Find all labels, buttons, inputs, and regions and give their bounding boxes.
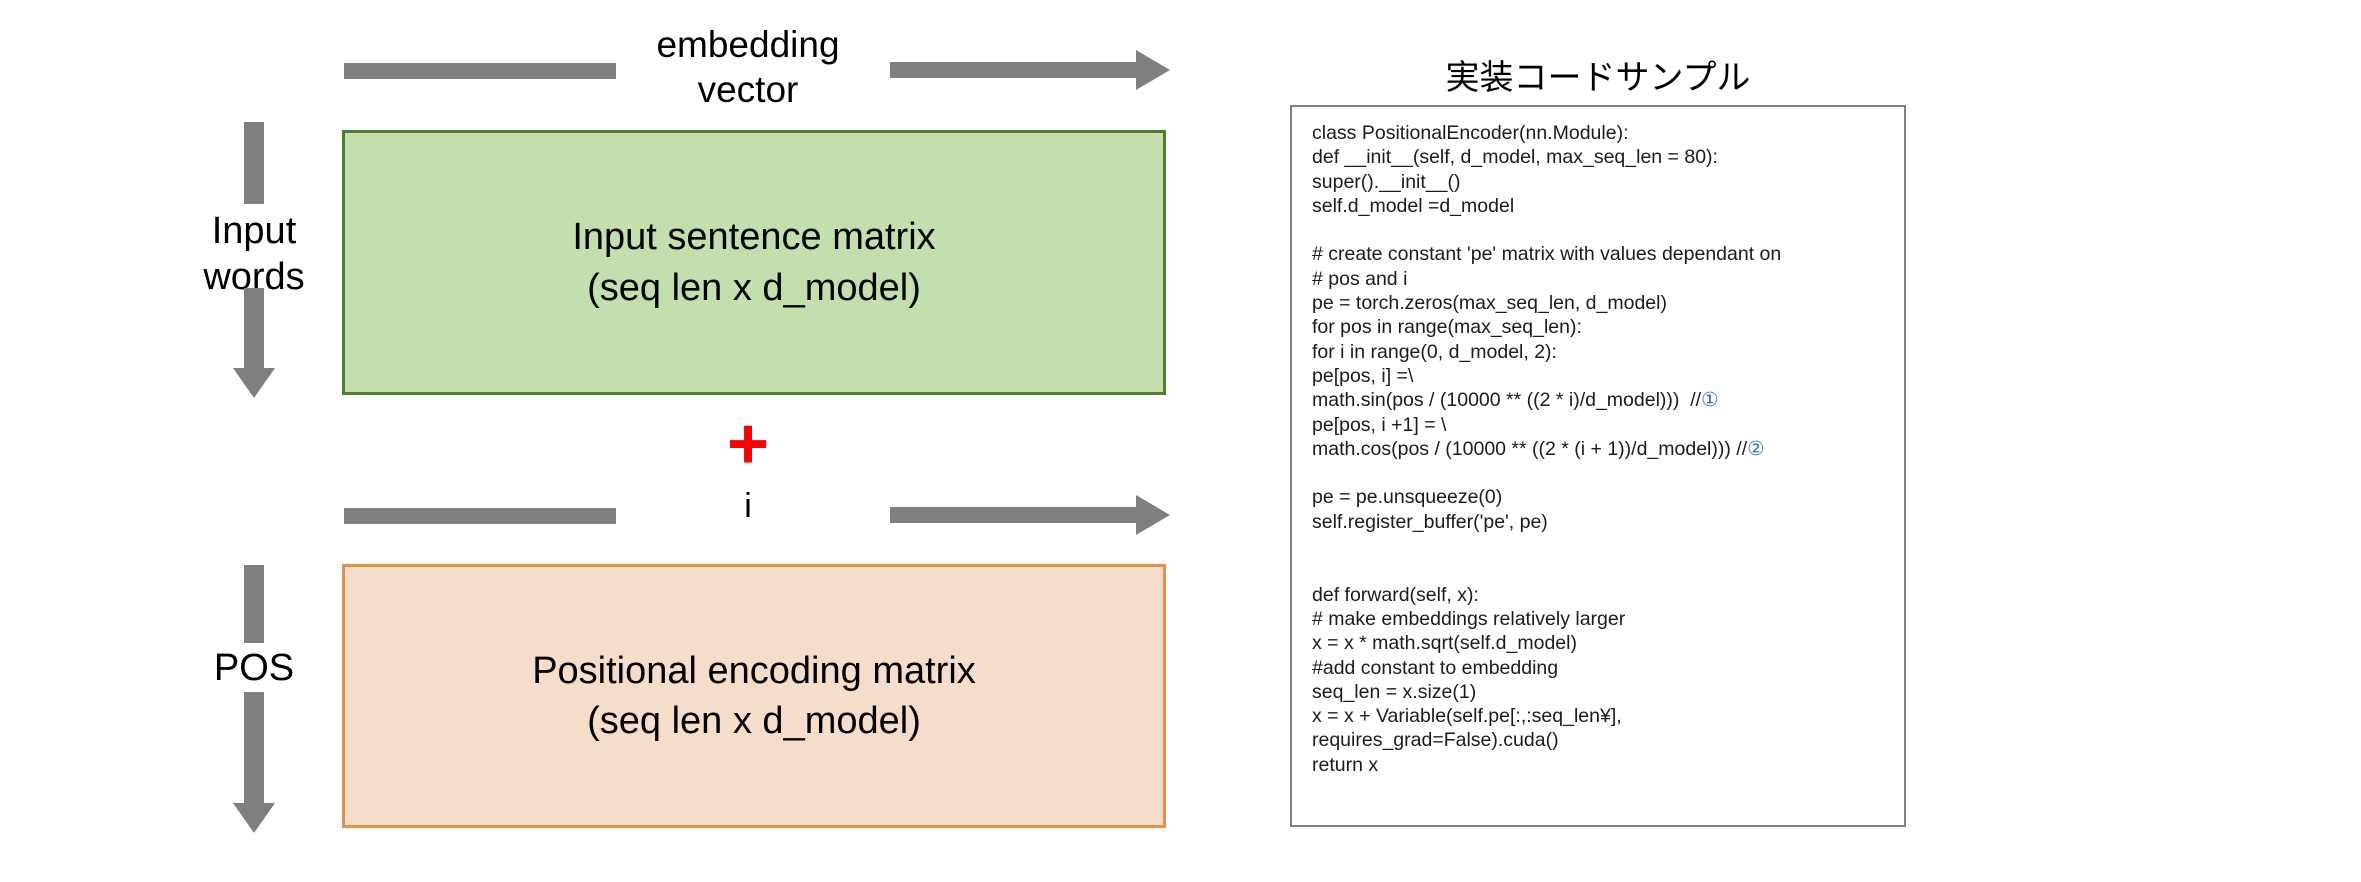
code-line: # pos and i [1312,267,1408,290]
code-line: # create constant 'pe' matrix with value… [1312,243,1782,266]
code-circled-marker: ② [1747,437,1765,460]
code-line [1312,461,1904,485]
pos-arrow-head-icon [233,803,275,833]
code-line: for pos in range(max_seq_len): [1312,316,1582,339]
code-line: x = x + Variable(self.pe[:,:seq_len¥], [1312,705,1622,728]
code-line: math.sin(pos / (10000 ** ((2 * i)/d_mode… [1312,389,1719,412]
input-sentence-matrix-title: Input sentence matrix [572,216,936,259]
plus-symbol: + [726,404,770,484]
code-line: pe[pos, i +1] = \ [1312,413,1447,436]
code-line [1312,534,1904,558]
positional-encoding-matrix-dims: (seq len x d_model) [587,700,921,742]
code-line: # make embeddings relatively larger [1312,607,1626,630]
embedding-vector-label: embedding vector [612,22,884,112]
code-line: pe = torch.zeros(max_seq_len, d_model) [1312,292,1667,315]
arrow-shaft [890,62,1140,78]
i-label: i [744,487,752,525]
i-bar-left [344,508,616,524]
code-circled-marker: ① [1701,389,1719,412]
arrow-shaft [890,507,1140,523]
code-line: self.d_model =d_model [1312,194,1515,217]
code-line: math.cos(pos / (10000 ** ((2 * (i + 1))/… [1312,437,1765,460]
code-sample-title: 実装コードサンプル [1445,59,1751,97]
input-sentence-matrix-box: Input sentence matrix (seq len x d_model… [342,130,1166,395]
pos-arrow-stem-bottom [244,692,264,805]
pos-label: POS [213,647,295,689]
code-line [1312,558,1904,582]
embedding-vector-label-line2: vector [697,69,799,111]
code-line: requires_grad=False).cuda() [1312,729,1559,752]
code-line: def forward(self, x): [1312,583,1479,606]
embedding-vector-bar-left [344,63,616,79]
arrow-head-icon [1136,50,1170,90]
code-line: super().__init__() [1312,170,1461,193]
code-line: return x [1312,753,1379,776]
input-sentence-matrix-dims: (seq len x d_model) [587,266,921,309]
code-line: class PositionalEncoder(nn.Module): [1312,122,1629,144]
input-words-arrow-head-icon [233,368,275,398]
i-arrow-right [890,495,1170,535]
code-line: x = x * math.sqrt(self.d_model) [1312,632,1577,655]
code-sample-panel: class PositionalEncoder(nn.Module):def _… [1290,105,1906,827]
input-words-label-line1: Input [211,210,297,252]
code-line: def __init__(self, d_model, max_seq_len … [1312,146,1718,169]
code-sample-lines: class PositionalEncoder(nn.Module):def _… [1312,121,1904,777]
code-line: self.register_buffer('pe', pe) [1312,510,1548,533]
positional-encoding-matrix-box: Positional encoding matrix (seq len x d_… [342,564,1166,828]
code-line: pe = pe.unsqueeze(0) [1312,486,1503,509]
positional-encoding-matrix-title: Positional encoding matrix [532,649,976,692]
code-line: seq_len = x.size(1) [1312,680,1477,703]
code-line: for i in range(0, d_model, 2): [1312,340,1557,363]
pos-arrow-stem-top [244,565,264,643]
positional-encoding-diagram: embedding vector Input words Input sente… [164,22,1170,833]
code-line [1312,218,1904,242]
input-words-label: Input words [164,208,344,301]
embedding-vector-label-line1: embedding [656,24,840,65]
code-line: #add constant to embedding [1312,656,1559,679]
input-words-arrow-stem-top [244,122,264,204]
embedding-vector-arrow-right [890,50,1170,90]
input-words-arrow-stem-bottom [244,288,264,370]
code-line: pe[pos, i] =\ [1312,364,1414,387]
arrow-head-icon [1136,495,1170,535]
